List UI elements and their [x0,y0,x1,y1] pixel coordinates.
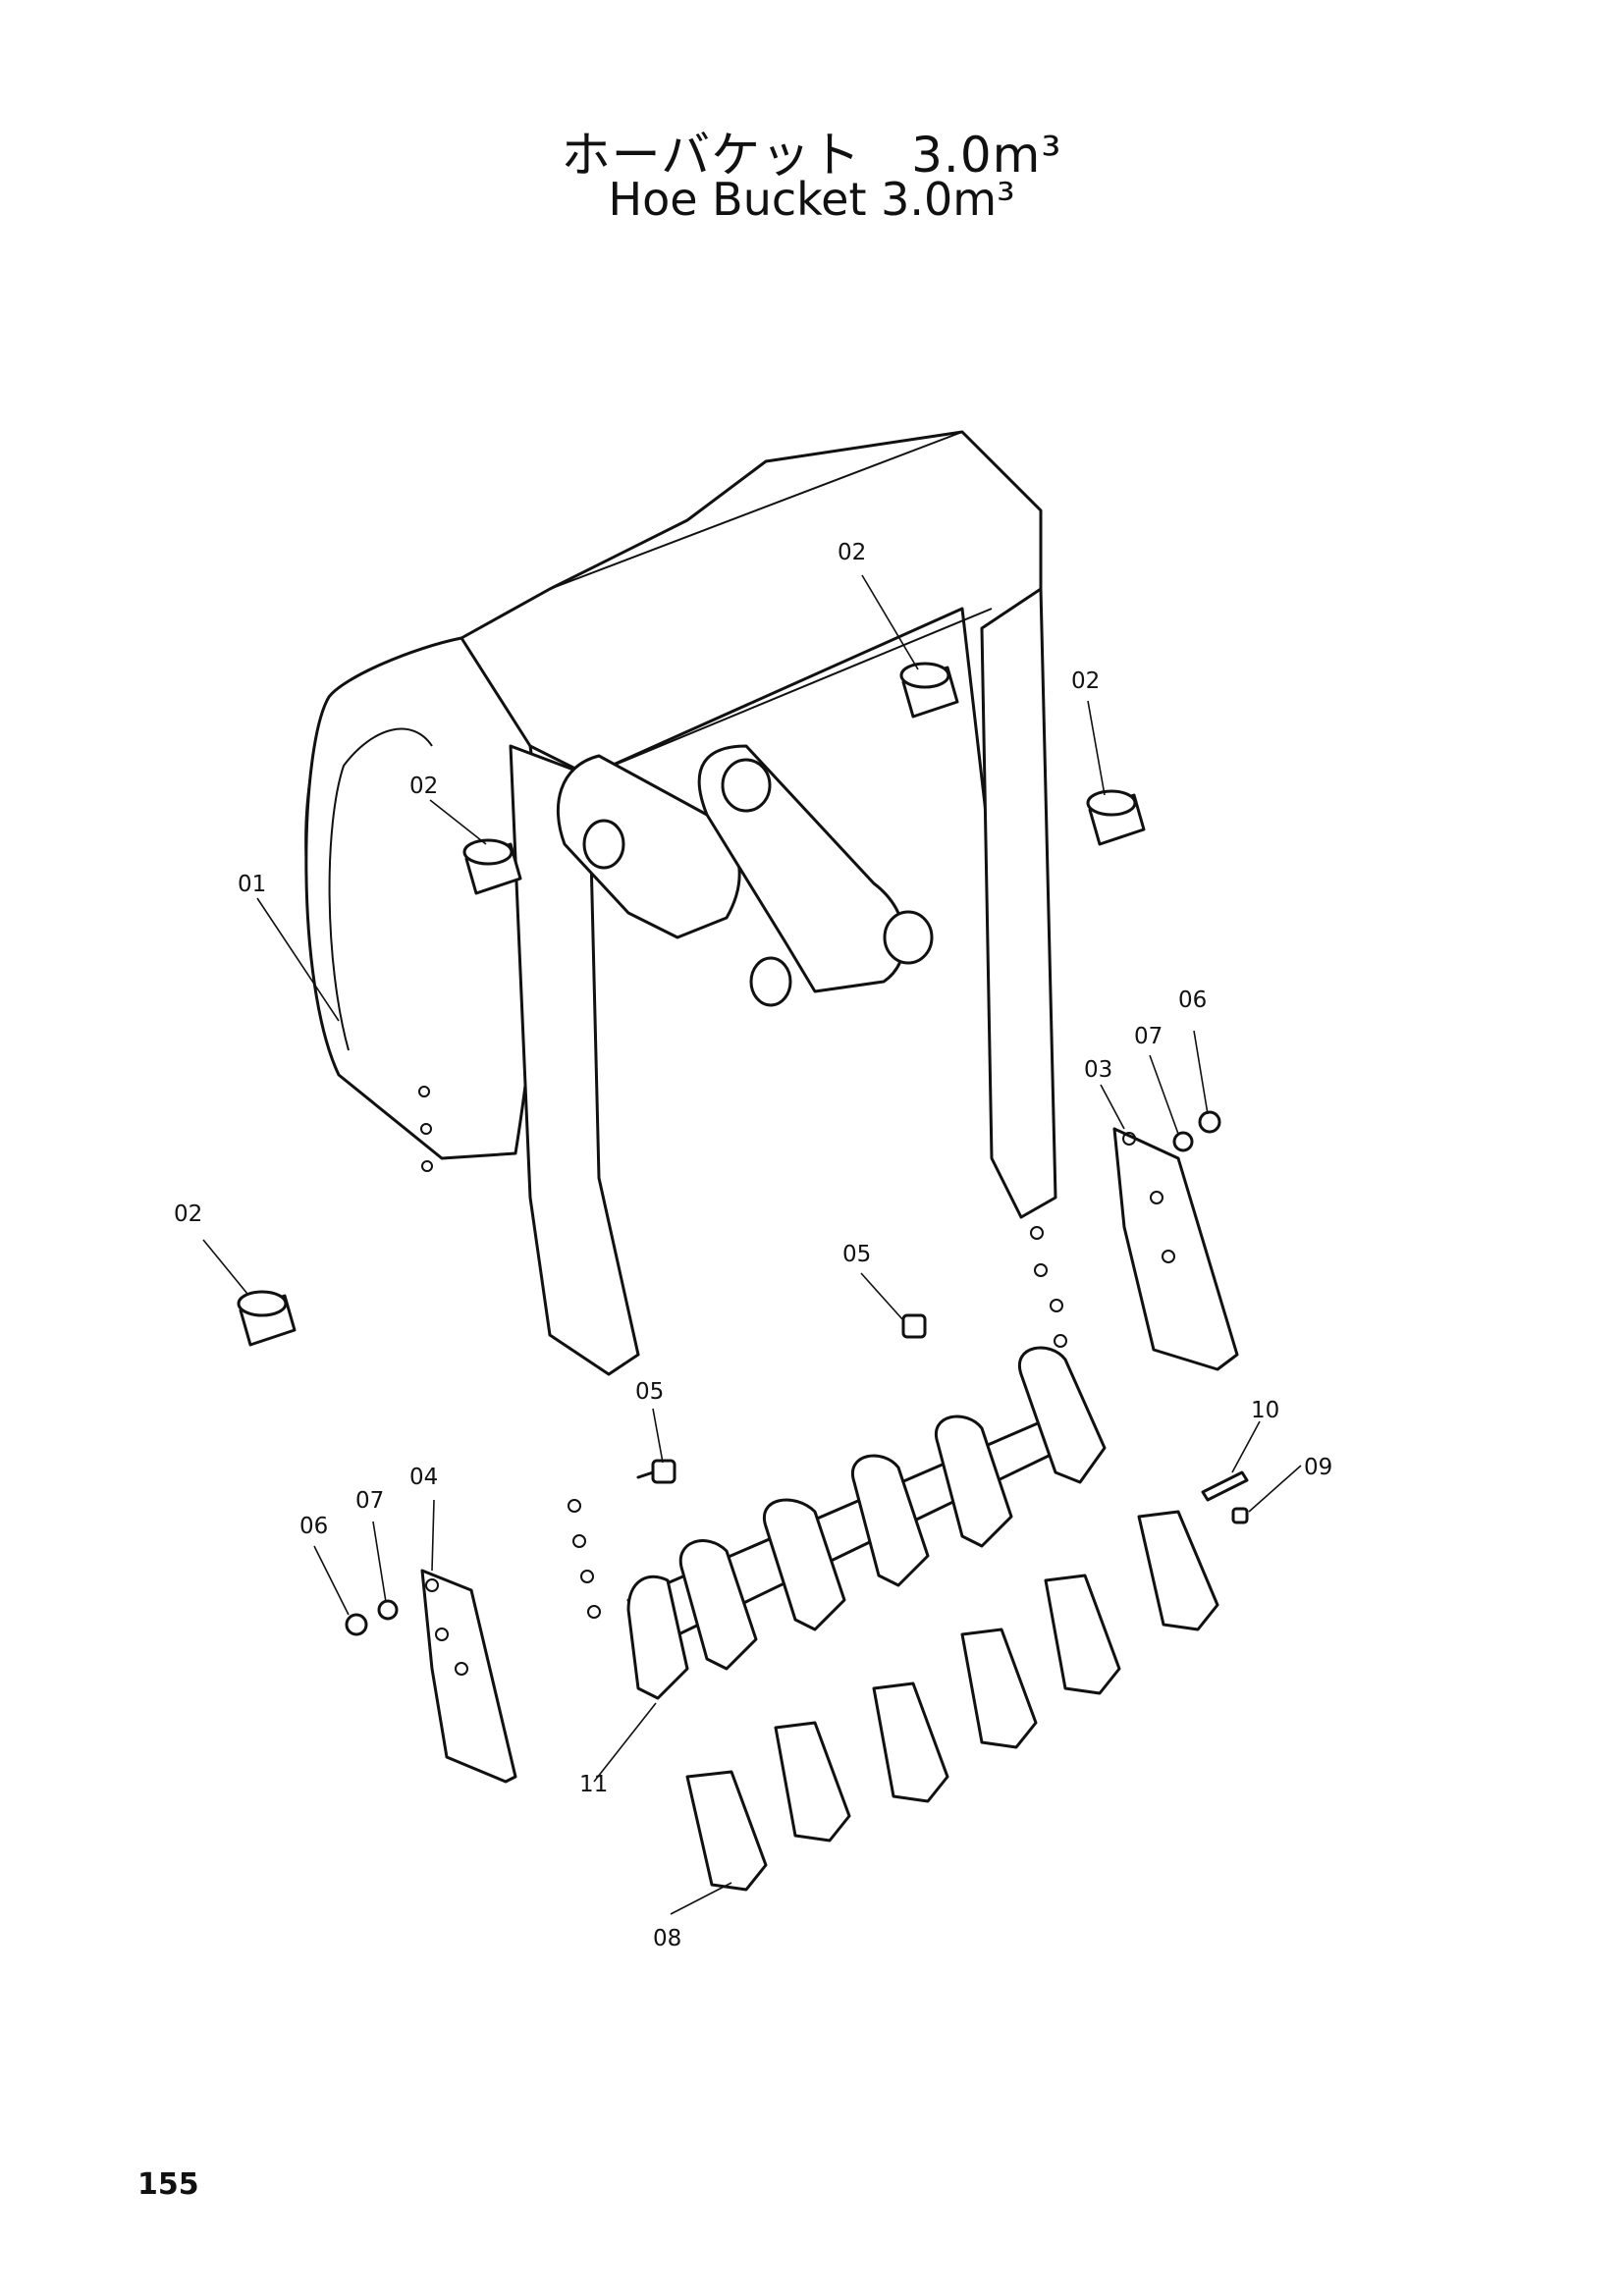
tooth-adapters [626,1346,1107,1700]
callout-08: 08 [653,1926,681,1951]
callout-02-top: 02 [838,540,866,565]
title-japanese: ホーバケット 3.0m³ [561,127,1062,184]
bushings [237,662,1146,1347]
callout-05-right: 05 [842,1242,871,1267]
callout-02-right: 02 [1071,668,1100,694]
callout-07-right: 07 [1134,1024,1163,1049]
callout-04: 04 [409,1465,438,1490]
bucket-body [304,430,1077,1651]
callout-01: 01 [238,872,266,897]
callout-06-left: 06 [299,1514,328,1539]
callout-11: 11 [579,1772,608,1797]
callout-labels: 01 02 02 02 02 03 04 05 05 06 06 07 07 0… [174,540,1332,1951]
callout-03: 03 [1084,1057,1112,1083]
page-number: 155 [137,2167,199,2202]
callout-05-left: 05 [635,1379,664,1405]
callout-09: 09 [1304,1455,1332,1480]
callout-06-right: 06 [1178,988,1207,1013]
callout-02-left: 02 [409,774,438,799]
callout-02-lower: 02 [174,1201,202,1227]
leader-lines [202,574,1302,1915]
callout-07-left: 07 [355,1488,384,1514]
tooth-points [685,1510,1219,1892]
side-cutters [420,1127,1239,1784]
callout-10: 10 [1251,1398,1279,1423]
title-english: Hoe Bucket 3.0m³ [608,173,1015,226]
fasteners [345,1110,1249,1636]
